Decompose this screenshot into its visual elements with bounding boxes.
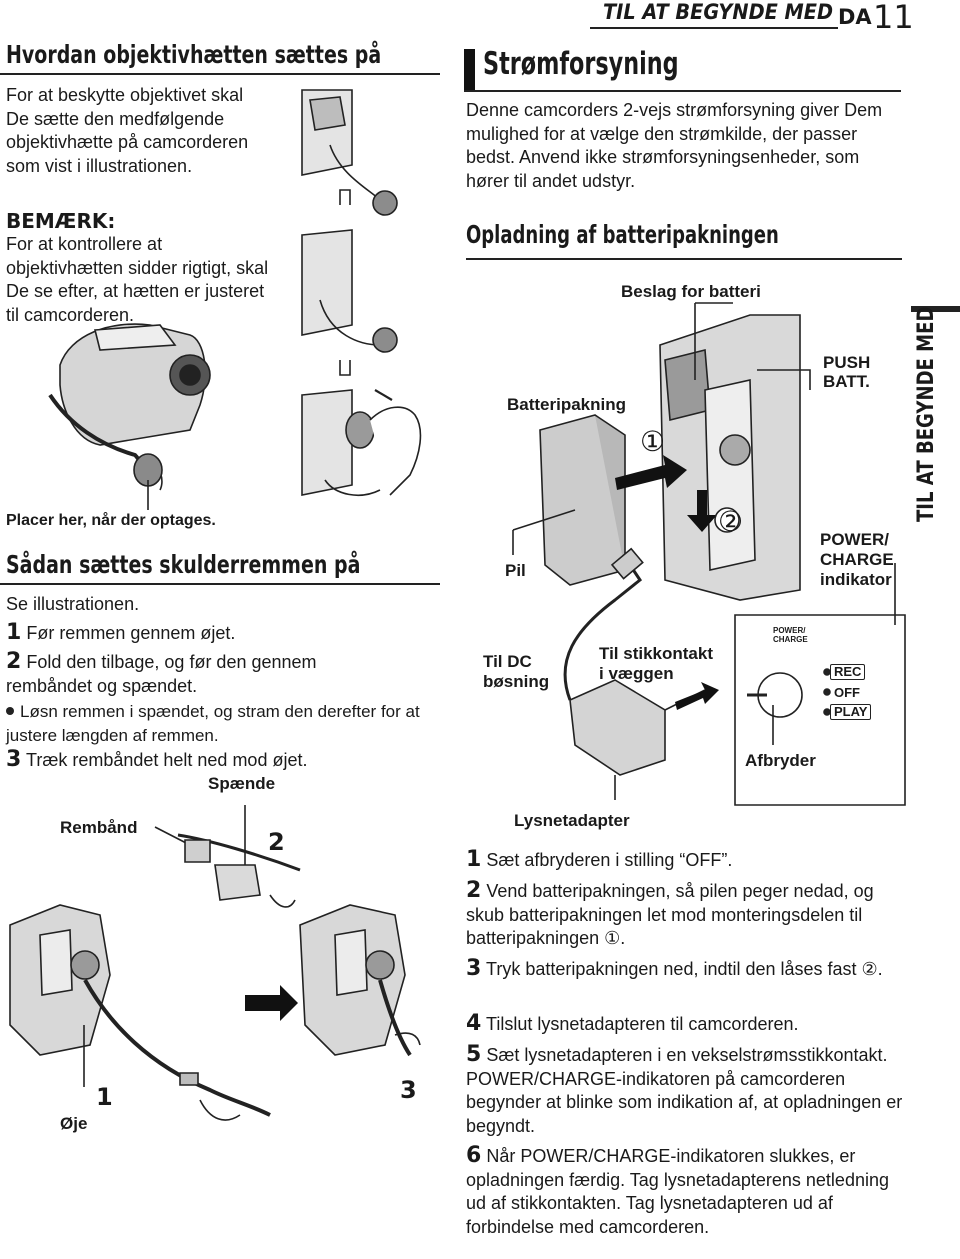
side-tab-label: TIL AT BEGYNDE MED	[914, 306, 939, 522]
power-line-3: indikator	[820, 570, 892, 589]
switch-play: PLAY	[830, 704, 872, 720]
language-code: DA	[838, 5, 872, 29]
power-line-1: POWER/	[820, 530, 889, 549]
step-text: Før remmen gennem øjet.	[26, 623, 236, 643]
label-dc-jack: Til DC bøsning	[483, 652, 549, 692]
label-eyelet: Øje	[60, 1114, 88, 1133]
label-wall-outlet: Til stikkontakt i væggen	[599, 644, 713, 684]
step-number: 5	[466, 1042, 482, 1067]
section-heading-lens-cap: Hvordan objektivhætten sættes på	[6, 40, 382, 69]
switch-power: POWER/	[773, 626, 806, 635]
step-number: 3	[466, 956, 482, 981]
dc-line-1: Til DC	[483, 652, 532, 671]
page-number: 11	[873, 0, 914, 36]
callout-2: ②	[718, 506, 744, 537]
lens-cap-caption: Placer her, når der optages.	[6, 512, 216, 529]
heading-rule-2	[0, 583, 440, 585]
charge-step-6: 6 Når POWER/CHARGE-indikatoren slukkes, …	[466, 1144, 906, 1239]
battery-charging-illustration	[465, 270, 905, 810]
switch-rec: REC	[830, 664, 866, 680]
charge-step-5: 5 Sæt lysnetadapteren i en vekselstrømss…	[466, 1043, 906, 1138]
lens-cap-illustration	[40, 85, 445, 510]
heading-rule-right	[464, 90, 901, 92]
strap-intro: Se illustrationen.	[6, 594, 140, 614]
shoulder-strap-illustration	[0, 795, 445, 1135]
figure-step-2: 2	[268, 828, 285, 856]
callout-1: ①	[640, 426, 666, 457]
step-number: 1	[6, 620, 22, 645]
charge-step-1: 1 Sæt afbryderen i stilling “OFF”.	[466, 848, 902, 873]
label-ac-adapter: Lysnetadapter	[514, 811, 630, 830]
bullet-dot	[6, 707, 14, 715]
push-line-2: BATT.	[823, 372, 870, 391]
label-battery-pack: Batteripakning	[507, 395, 627, 414]
label-strap-band: Rembånd	[60, 818, 138, 837]
power-line-2: CHARGE	[820, 550, 894, 569]
switch-charge: CHARGE	[773, 635, 808, 644]
step-number: 2	[466, 878, 482, 903]
label-battery-bracket: Beslag for batteri	[621, 282, 761, 301]
step-text: Tryk batteripakningen ned, indtil den lå…	[486, 959, 883, 979]
header-underline	[590, 27, 838, 29]
step-number: 4	[466, 1011, 482, 1036]
heading-rule	[0, 73, 440, 75]
note-title: BEMÆRK:	[6, 209, 116, 233]
step-number: 1	[466, 847, 482, 872]
wall-line-1: Til stikkontakt	[599, 644, 713, 663]
step-text: Sæt lysnetadapteren i en vekselstrømssti…	[466, 1045, 903, 1136]
charge-step-2: 2 Vend batteripakningen, så pilen peger …	[466, 879, 906, 951]
section-heading-shoulder-strap: Sådan sættes skulderremmen på	[6, 550, 361, 579]
step-text: Sæt afbryderen i stilling “OFF”.	[486, 850, 733, 870]
step-number: 6	[466, 1143, 482, 1168]
step-text: Fold den tilbage, og før den gennem remb…	[6, 652, 317, 696]
step-text: Træk rembåndet helt ned mod øjet.	[26, 750, 308, 770]
dc-line-2: bøsning	[483, 672, 550, 691]
step-text: Når POWER/CHARGE-indikatoren slukkes, er…	[466, 1146, 889, 1237]
switch-power-label: POWER/ CHARGE	[773, 626, 808, 644]
section-heading-power: Strømforsyning	[483, 46, 679, 82]
strap-bullet: Løsn remmen i spændet, og stram den dere…	[6, 700, 440, 747]
label-push-batt: PUSH BATT.	[823, 353, 870, 391]
strap-step-2: 2 Fold den tilbage, og før den gennem re…	[6, 650, 386, 698]
note-text: For at kontrollere at objektivhætten sid…	[6, 234, 269, 325]
figure-step-1: 1	[96, 1083, 113, 1111]
label-switch: Afbryder	[745, 751, 816, 770]
step-number: 2	[6, 649, 22, 674]
label-arrow: Pil	[505, 561, 526, 580]
wall-line-2: i væggen	[599, 664, 674, 683]
power-paragraph: Denne camcorders 2-vejs strømforsyning g…	[466, 100, 883, 191]
charge-step-4: 4 Tilslut lysnetadapteren til camcordere…	[466, 1012, 902, 1037]
charge-step-3: 3 Tryk batteripakningen ned, indtil den …	[466, 957, 886, 982]
step-text: Vend batteripakningen, så pilen peger ne…	[466, 881, 874, 948]
step-text: Tilslut lysnetadapteren til camcorderen.	[486, 1014, 799, 1034]
lens-cap-paragraph: For at beskytte objektivet skal De sætte…	[6, 85, 249, 176]
switch-off: OFF	[834, 685, 860, 700]
running-header: TIL AT BEGYNDE MED	[603, 0, 833, 24]
strap-step-1: 1 Før remmen gennem øjet.	[6, 621, 436, 646]
subheading-rule	[466, 258, 902, 260]
step-number: 3	[6, 747, 22, 772]
push-line-1: PUSH	[823, 353, 871, 372]
bullet-text: Løsn remmen i spændet, og stram den dere…	[6, 702, 420, 745]
section-marker-bar	[464, 49, 475, 90]
label-buckle: Spænde	[208, 774, 276, 793]
strap-step-3: 3 Træk rembåndet helt ned mod øjet.	[6, 748, 436, 773]
figure-step-3: 3	[400, 1076, 417, 1104]
label-power-charge-indicator: POWER/ CHARGE indikator	[820, 530, 894, 590]
side-tab-bar	[911, 306, 960, 312]
subheading-charging: Opladning af batteripakningen	[466, 220, 779, 249]
